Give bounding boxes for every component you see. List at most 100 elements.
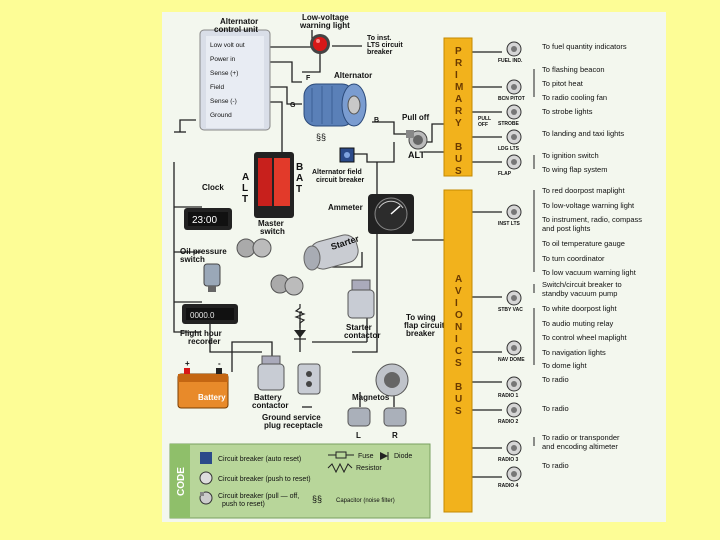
master-switch-icon[interactable] xyxy=(254,152,294,218)
legend-diode-icon xyxy=(380,452,389,460)
circuit-breaker-icon[interactable] xyxy=(506,204,522,220)
starter-icon xyxy=(303,234,359,271)
destination-label: To ignition switch xyxy=(542,151,599,160)
magneto-right-icon xyxy=(383,407,407,427)
avionics-bus-letter: C xyxy=(455,346,462,357)
capacitor-symbol-1: §§ xyxy=(316,132,326,142)
master-switch-bat-letter: A xyxy=(296,173,303,184)
destination-label: To white doorpost light xyxy=(542,304,618,313)
circuit-breaker-icon[interactable] xyxy=(506,402,522,418)
breaker-name: STBY VAC xyxy=(498,307,523,313)
destination-label: To radio xyxy=(542,404,569,413)
clock-icon xyxy=(184,208,232,230)
starter-contactor-label-1: Starter xyxy=(346,323,372,332)
alt-field-cb-1: Alternator field xyxy=(312,169,362,176)
destination-label: To dome light xyxy=(542,361,588,370)
magnetos-label: Magnetos xyxy=(352,393,390,402)
circuit-breaker-icon[interactable] xyxy=(506,154,522,170)
flight-hour-recorder-icon xyxy=(182,304,238,324)
avionics-bus-letter: I xyxy=(455,298,458,309)
battery-contactor-label-2: contactor xyxy=(252,401,288,410)
circuit-breaker-icon[interactable] xyxy=(506,466,522,482)
ground-service-receptacle-icon xyxy=(297,363,321,395)
breaker-name: RADIO 1 xyxy=(498,393,519,399)
destination-label: To flashing beacon xyxy=(542,65,605,74)
oil-pressure-label-2: switch xyxy=(180,255,205,264)
breaker-name: RADIO 4 xyxy=(498,483,519,489)
battery-icon xyxy=(177,368,229,409)
destination-label: To audio muting relay xyxy=(542,319,614,328)
breaker-name: RADIO 2 xyxy=(498,419,519,425)
alt-field-breaker-icon[interactable] xyxy=(339,147,355,163)
primary-bus-letter: M xyxy=(455,82,463,93)
alt-breaker-icon[interactable] xyxy=(406,130,428,150)
avionics-bus-letter: S xyxy=(455,406,462,417)
primary-bus-letter: A xyxy=(455,94,462,105)
alternator-b-label: B xyxy=(374,117,379,124)
circuit-breaker-icon[interactable] xyxy=(506,376,522,392)
acu-terminal: Power in xyxy=(210,56,236,63)
battery-label: Battery xyxy=(198,393,226,402)
circuit-breaker-icon[interactable] xyxy=(506,129,522,145)
battery-contactor-icon xyxy=(257,355,285,391)
alternator-icon xyxy=(303,83,367,127)
ground-service-label-1: Ground service xyxy=(262,413,321,422)
acu-terminal: Field xyxy=(210,84,224,91)
avionics-bus-letter: I xyxy=(455,334,458,345)
destination-label: To radio cooling fan xyxy=(542,93,607,102)
acu-title-1: Alternator xyxy=(220,17,258,26)
acu-terminal: Sense (+) xyxy=(210,70,238,77)
clock-label: Clock xyxy=(202,183,224,192)
to-inst-3: breaker xyxy=(367,49,393,56)
circuit-breaker-icon[interactable] xyxy=(506,340,522,356)
starter-contactor-label-2: contactor xyxy=(344,331,380,340)
legend-resistor: Resistor xyxy=(356,465,382,472)
pull-off-label: Pull off xyxy=(402,113,429,122)
destination-label: To red doorpost maplight xyxy=(542,186,625,195)
breaker-name: FUEL IND. xyxy=(498,58,523,64)
acu-title-2: control unit xyxy=(214,25,258,34)
primary-bus-letter: R xyxy=(455,106,463,117)
legend-capacitor-icon: §§ xyxy=(312,494,322,504)
master-switch-bat-letter: T xyxy=(296,184,302,195)
acu-terminal: Sense (-) xyxy=(210,98,237,105)
circuit-breaker-icon[interactable] xyxy=(506,440,522,456)
primary-bus-letter: R xyxy=(455,58,463,69)
primary-breaker-list: FUEL IND.To fuel quantity indicatorsBCN … xyxy=(498,41,627,177)
breaker-name: FLAP xyxy=(498,171,512,177)
avionics-bus-letter: U xyxy=(455,394,462,405)
alternator-control-unit xyxy=(199,29,271,131)
destination-label: standby vacuum pump xyxy=(542,289,617,298)
ground-service-label-2: plug receptacle xyxy=(264,421,323,430)
wing-flap-cb-label-3: breaker xyxy=(406,329,435,338)
legend-fuse-icon xyxy=(328,451,354,459)
avionics-bus-letter: V xyxy=(455,286,462,297)
destination-label: To oil temperature gauge xyxy=(542,239,625,248)
circuit-breaker-icon[interactable] xyxy=(506,290,522,306)
avionics-bus-letter: A xyxy=(455,274,462,285)
circuit-breaker-icon[interactable] xyxy=(506,104,522,120)
ignition-switch-icon xyxy=(375,363,409,397)
avionics-bus-letter: O xyxy=(455,310,463,321)
legend-item-3: Circuit breaker (pull — off, xyxy=(218,493,299,500)
master-switch-alt-letters: ALT xyxy=(242,172,249,205)
circuit-breaker-icon[interactable] xyxy=(506,41,522,57)
destination-label: To pitot heat xyxy=(542,79,584,88)
destination-label: To turn coordinator xyxy=(542,254,605,263)
alternator-f-label: F xyxy=(306,75,311,82)
destination-label: Switch/circuit breaker to xyxy=(542,280,622,289)
destination-label: To radio or transponder xyxy=(542,433,620,442)
destination-label: and post lights xyxy=(542,224,591,233)
destination-label: To radio xyxy=(542,375,569,384)
clock-reading: 23:00 xyxy=(192,215,217,226)
destination-label: To low-voltage warning light xyxy=(542,201,635,210)
pull-off-tag-1: PULL xyxy=(478,116,491,122)
flight-hour-label-2: recorder xyxy=(188,337,220,346)
circuit-breaker-icon[interactable] xyxy=(506,79,522,95)
breaker-name: BCN PITOT xyxy=(498,96,525,102)
breaker-name: RADIO 3 xyxy=(498,457,519,463)
battery-contactor-label-1: Battery xyxy=(254,393,282,402)
flight-hour-label-1: Flight hour xyxy=(180,329,222,338)
